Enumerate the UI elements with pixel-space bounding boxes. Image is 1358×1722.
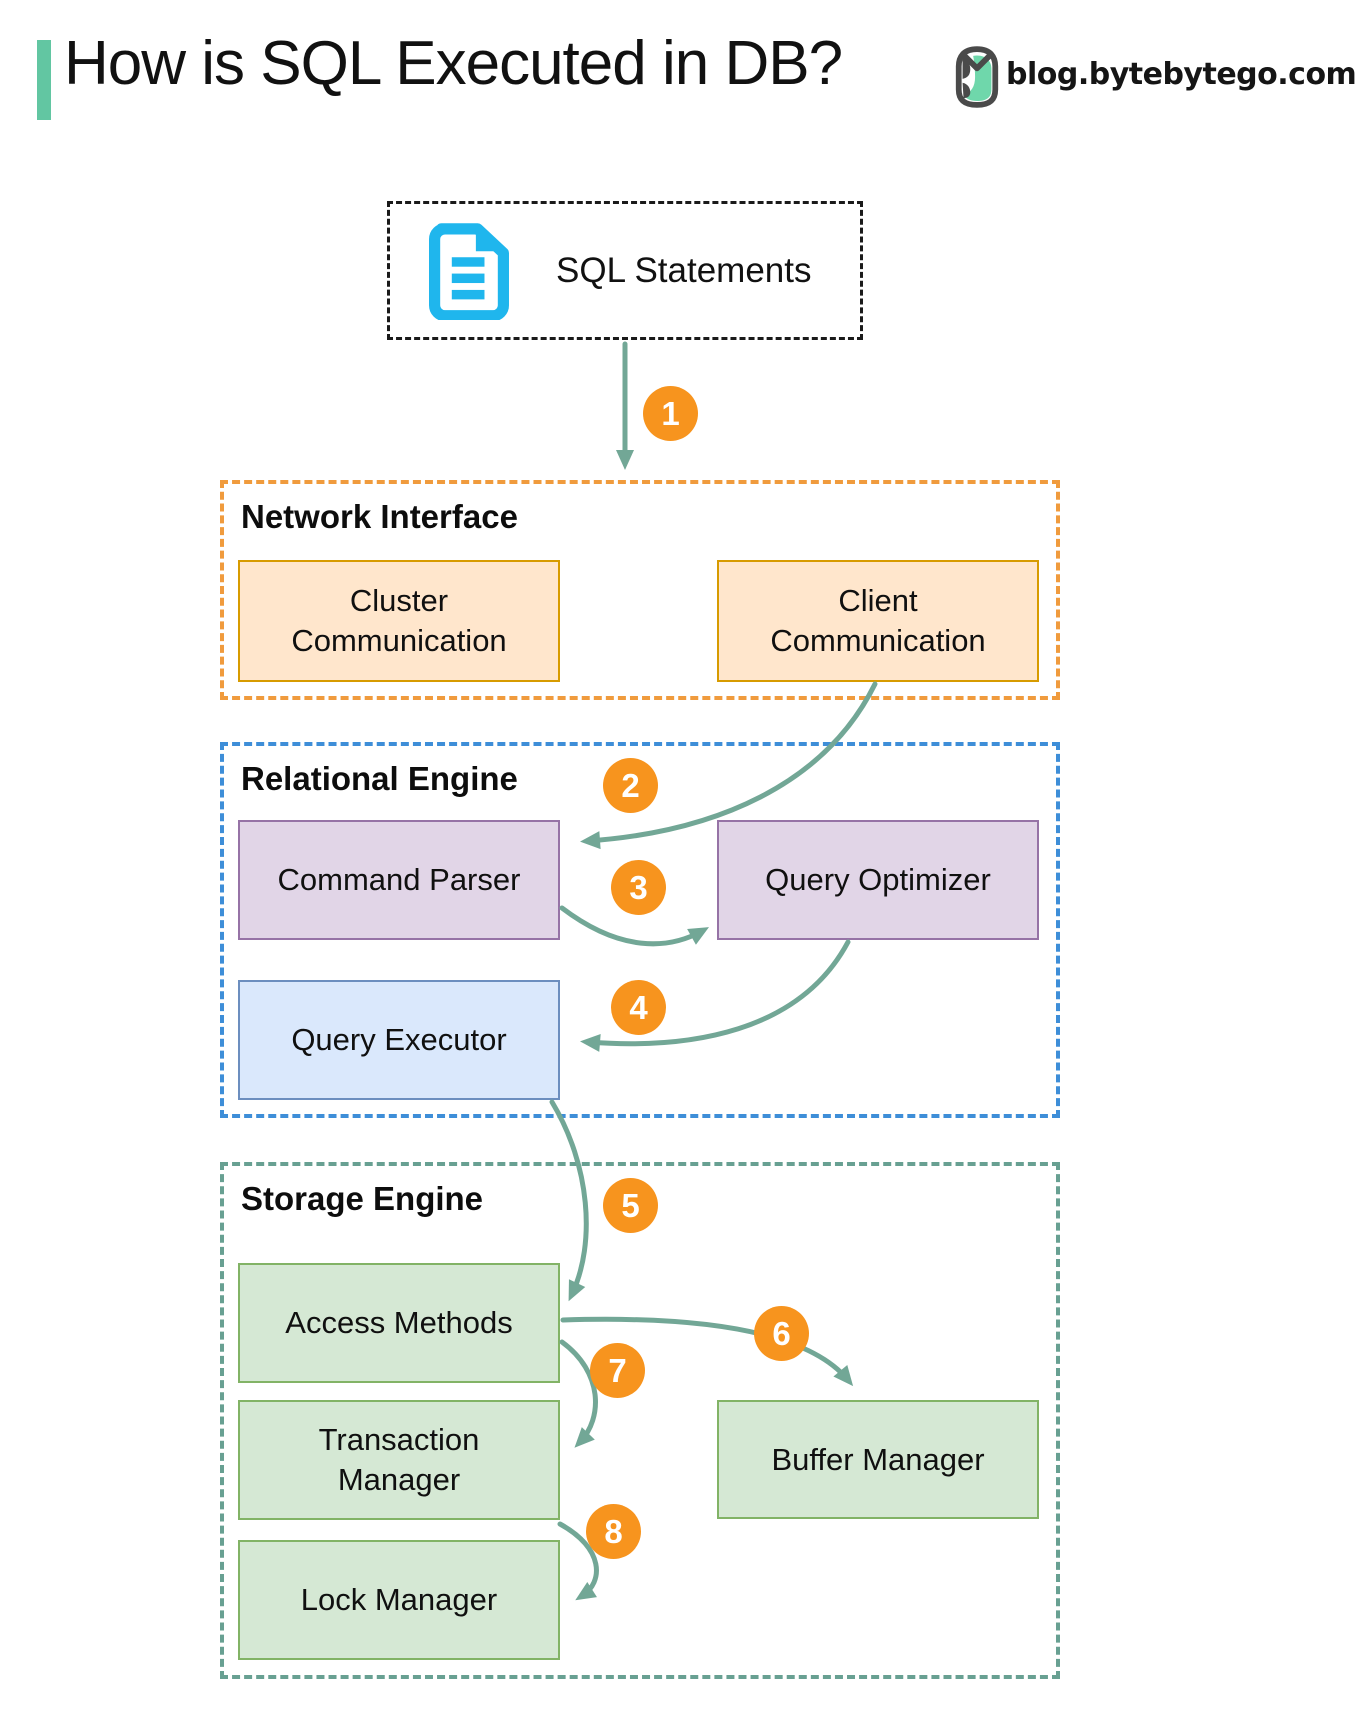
step-badge-2: 2 bbox=[603, 758, 658, 813]
node-buffer-manager: Buffer Manager bbox=[717, 1400, 1039, 1519]
node-access-methods: Access Methods bbox=[238, 1263, 560, 1383]
step-badge-1: 1 bbox=[643, 386, 698, 441]
section-storage-engine: Storage Engine bbox=[220, 1162, 1060, 1679]
step-badge-7: 7 bbox=[590, 1343, 645, 1398]
sql-statements-box: SQL Statements bbox=[387, 201, 863, 340]
node-cluster-communication: Cluster Communication bbox=[238, 560, 560, 682]
section-title-network: Network Interface bbox=[241, 498, 518, 535]
node-client-communication: Client Communication bbox=[717, 560, 1039, 682]
node-transaction-manager: Transaction Manager bbox=[238, 1400, 560, 1520]
step-badge-8: 8 bbox=[586, 1504, 641, 1559]
step-badge-6: 6 bbox=[754, 1306, 809, 1361]
step-badge-5: 5 bbox=[603, 1178, 658, 1233]
sql-statements-label: SQL Statements bbox=[556, 250, 812, 290]
bytebytego-logo-icon bbox=[955, 46, 999, 108]
step-badge-4: 4 bbox=[611, 980, 666, 1035]
node-command-parser: Command Parser bbox=[238, 820, 560, 940]
node-query-executor: Query Executor bbox=[238, 980, 560, 1100]
brand-url: blog.bytebytego.com bbox=[1006, 57, 1357, 92]
step-badge-3: 3 bbox=[611, 860, 666, 915]
title-accent-bar bbox=[37, 40, 51, 120]
page-title: How is SQL Executed in DB? bbox=[64, 29, 843, 98]
section-title-relational: Relational Engine bbox=[241, 760, 518, 797]
node-lock-manager: Lock Manager bbox=[238, 1540, 560, 1660]
node-query-optimizer: Query Optimizer bbox=[717, 820, 1039, 940]
section-title-storage: Storage Engine bbox=[241, 1180, 484, 1217]
sql-document-icon bbox=[429, 222, 509, 320]
